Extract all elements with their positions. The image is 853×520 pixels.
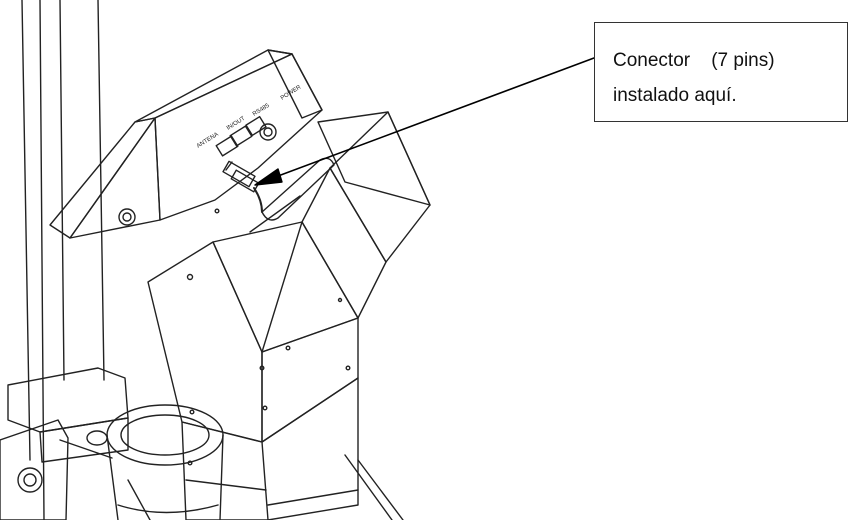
seven-pin-connector — [222, 160, 263, 213]
panel-label-power: POWER — [280, 84, 303, 101]
main-housing — [147, 111, 431, 443]
lower-body — [181, 377, 404, 520]
vertical-pole — [21, 0, 105, 520]
panel-connectors — [215, 115, 277, 157]
panel-label-group: ANTENA IN/OUT RS485 POWER — [196, 84, 303, 149]
panel-label-inout: IN/OUT — [226, 116, 247, 132]
callout-line-1: Conector (7 pins) — [613, 50, 775, 71]
callout-box: Conector (7 pins) instalado aquí. — [594, 22, 848, 122]
lower-bracket — [0, 367, 129, 520]
base-cylinder — [106, 404, 224, 520]
callout-line-2: instalado aquí. — [613, 85, 737, 106]
panel-label-antena: ANTENA — [196, 132, 220, 150]
panel-label-rs485: RS485 — [252, 103, 271, 118]
callout-arrow — [254, 57, 595, 186]
display-head — [49, 49, 323, 239]
